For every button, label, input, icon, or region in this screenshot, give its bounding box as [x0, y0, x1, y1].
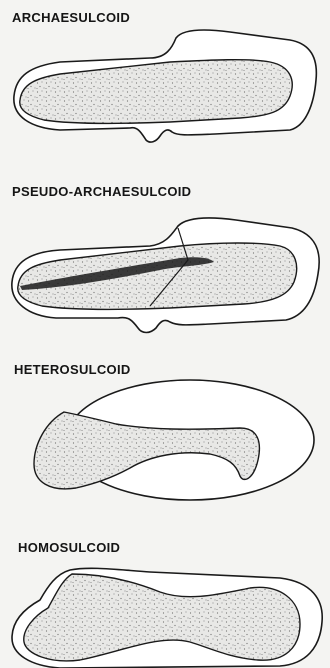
heterosulcoid-diagram	[0, 360, 330, 520]
figure-archaesulcoid: ARCHAESULCOID	[0, 0, 330, 150]
archaesulcoid-diagram	[0, 0, 330, 150]
pseudo-archaesulcoid-diagram	[0, 170, 330, 340]
figure-heterosulcoid: HETEROSULCOID	[0, 360, 330, 520]
figure-pseudo-archaesulcoid: PSEUDO-ARCHAESULCOID	[0, 170, 330, 340]
homosulcoid-diagram	[0, 530, 330, 668]
figure-homosulcoid: HOMOSULCOID	[0, 530, 330, 668]
